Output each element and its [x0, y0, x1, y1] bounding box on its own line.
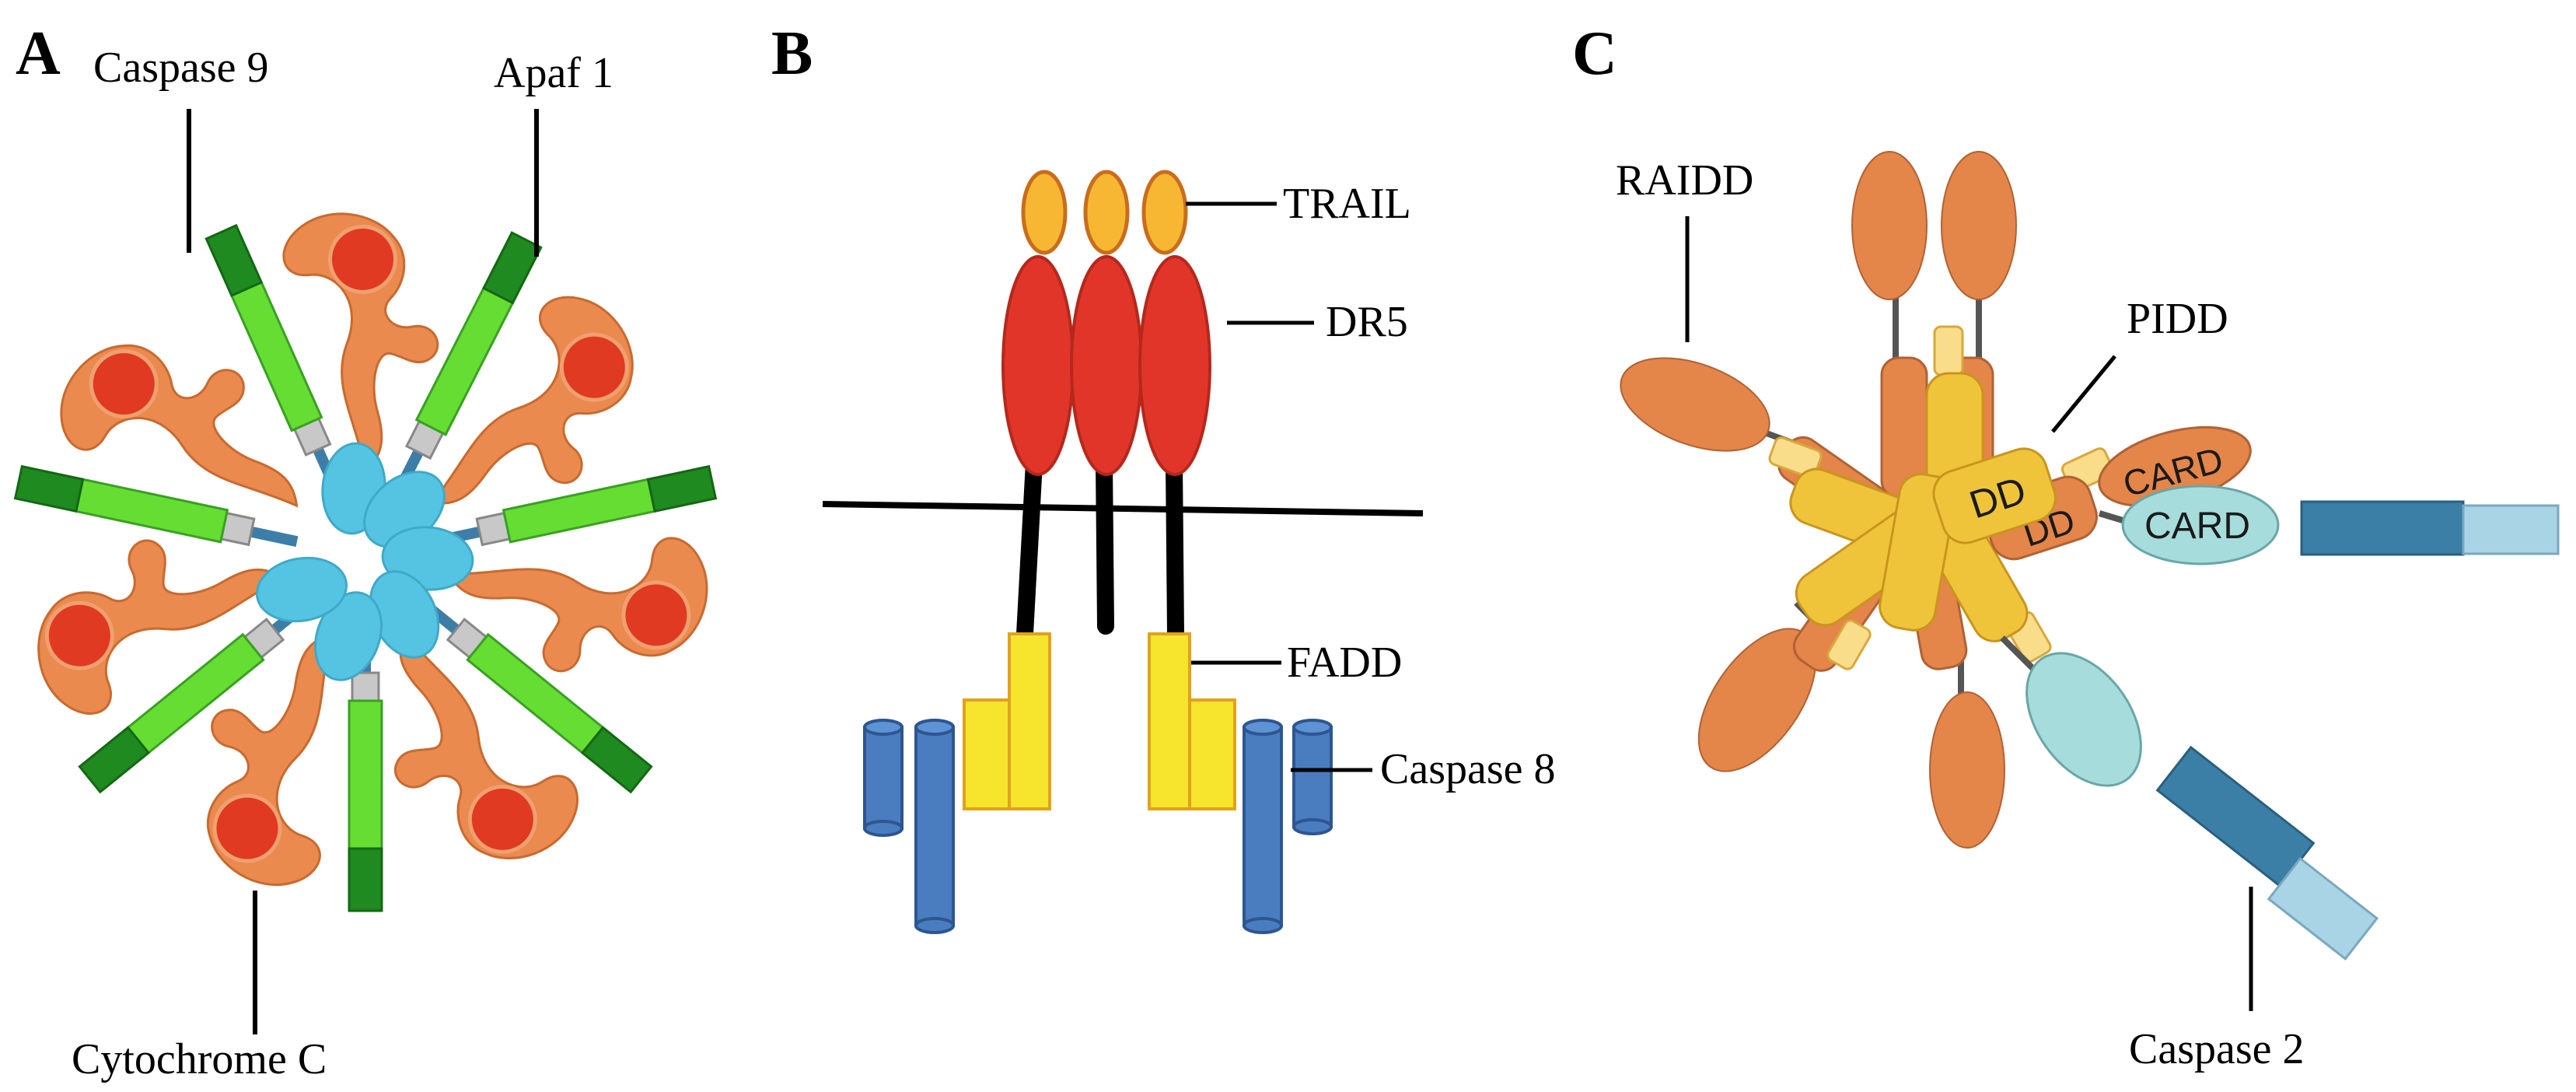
- caspase2-upper: CARD: [2098, 485, 2560, 565]
- label-fadd: FADD: [1287, 639, 1402, 687]
- apoptosome-unit: [204, 212, 439, 495]
- pidd-dd-highlight: DD: [1932, 447, 2057, 544]
- caspase9-small-subunit: [204, 223, 264, 298]
- dr5-receptor: [1070, 255, 1143, 476]
- cytochrome-c: [467, 784, 537, 854]
- label-cytochrome-c: Cytochrome C: [72, 1035, 327, 1083]
- hub-ellipse: [313, 591, 383, 681]
- label-dr5: DR5: [1326, 298, 1408, 346]
- trail-ligand: [1021, 170, 1068, 255]
- apoptosome-hub: [255, 442, 474, 681]
- leader-line-pidd: [2051, 355, 2116, 433]
- cytochrome-c: [44, 600, 114, 670]
- dr5-transmembrane: [1166, 454, 1184, 642]
- panel-c-letter: C: [1572, 19, 1617, 88]
- raidd-arms: [1620, 151, 2017, 849]
- label-apaf1: Apaf 1: [494, 49, 613, 97]
- panel-a-letter: A: [16, 19, 61, 88]
- apoptosome-unit: [13, 344, 299, 548]
- cytochrome-c: [621, 580, 691, 650]
- dr5-receptor: [1138, 255, 1211, 476]
- panel-b-letter: B: [771, 19, 813, 88]
- apaf1-arm: [282, 212, 439, 474]
- raidd-death-effector: [1620, 357, 1770, 452]
- caspase9-card-domain: [351, 671, 380, 702]
- cytochrome-c: [89, 349, 159, 419]
- dr5-transmembrane: [1096, 454, 1114, 635]
- caspase9-large-subunit: [229, 280, 323, 432]
- apaf1-linker: [250, 526, 299, 548]
- caspase9-small-subunit: [78, 726, 151, 794]
- caspase2-card-domain: [2025, 652, 2142, 787]
- caspase2-small-subunit: [2462, 504, 2560, 555]
- pidd-linker: [1768, 436, 1823, 478]
- raidd-death-effector: [1941, 151, 2017, 300]
- caspase8-right: [1243, 719, 1333, 934]
- trail-ligand: [1083, 170, 1130, 255]
- trail-ligand: [1141, 170, 1188, 255]
- label-pidd: PIDD: [2127, 295, 2228, 343]
- caspase2-large-subunit: [2155, 745, 2316, 888]
- label-caspase2: Caspase 2: [2129, 1025, 2305, 1073]
- apaf1-arm: [37, 539, 285, 715]
- apoptosome-arms: [13, 212, 718, 912]
- caspase8-left: [863, 719, 955, 934]
- caspase9-large-subunit: [502, 478, 656, 544]
- cytochrome-c: [212, 793, 282, 863]
- caspase9-small-subunit: [13, 464, 85, 513]
- panel-b: B: [771, 19, 1556, 934]
- hub-ellipse: [255, 556, 348, 623]
- apoptosome-unit: [37, 539, 315, 794]
- label-trail: TRAIL: [1283, 180, 1411, 228]
- raidd-death-effector: [1851, 151, 1928, 300]
- dr5-transmembrane: [1016, 454, 1043, 642]
- panel-c: C: [1572, 19, 2560, 1073]
- caspase9-small-subunit: [348, 847, 383, 912]
- cell-membrane: [822, 501, 1424, 516]
- apoptosome-unit: [432, 464, 718, 673]
- caspase9-large-subunit: [348, 699, 383, 850]
- cytochrome-c: [328, 224, 398, 294]
- caspase9-small-subunit: [580, 726, 653, 794]
- caspase2-lower: [2000, 635, 2379, 961]
- cytochrome-c: [559, 332, 629, 402]
- pidd-linker: [1826, 619, 1872, 670]
- caspase2-card-domain: [2121, 485, 2280, 565]
- caspase9-large-subunit: [75, 478, 229, 544]
- fadd-adaptor-right: [1148, 632, 1236, 810]
- caspase2-card-label: CARD: [2144, 506, 2250, 547]
- label-caspase8: Caspase 8: [1380, 745, 1556, 793]
- label-caspase9: Caspase 9: [93, 44, 269, 92]
- pidd-linker: [1933, 325, 1964, 376]
- caspase9-large-subunit: [414, 286, 515, 436]
- apoptosome-unit: [206, 626, 383, 912]
- raidd-death-effector: [1929, 691, 2005, 849]
- caspase2-small-subunit: [2267, 856, 2379, 961]
- caspase2-large-subunit: [2300, 500, 2465, 556]
- label-raidd: RAIDD: [1616, 156, 1753, 205]
- dr5-receptor: [1001, 255, 1075, 476]
- panel-a: A Caspase 9 Apaf 1 Cytochrome C: [13, 19, 718, 1083]
- caspase9-small-subunit: [646, 464, 718, 513]
- apoptosome-unit: [394, 596, 653, 859]
- fadd-adaptor-left: [963, 632, 1051, 810]
- caspase9-small-subunit: [481, 231, 543, 305]
- caspase9-large-subunit: [466, 632, 605, 755]
- pidd-death-domain: [1879, 473, 1956, 632]
